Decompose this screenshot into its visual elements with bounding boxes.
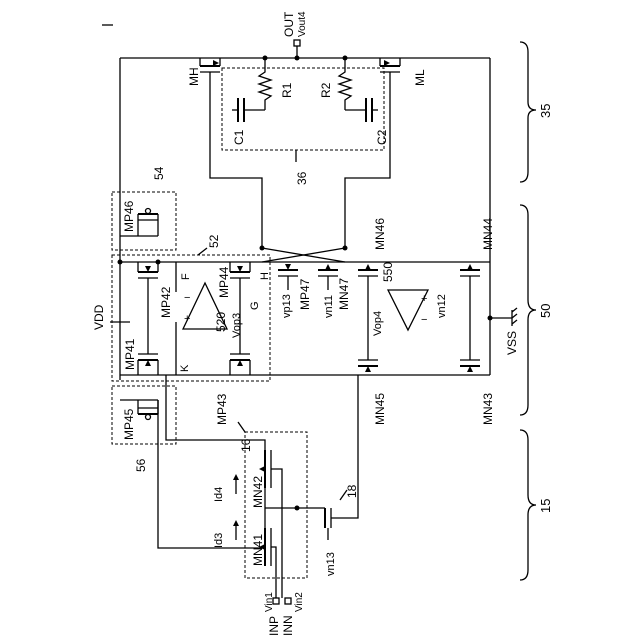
bracket-50	[520, 205, 536, 415]
mn41-gate-net	[271, 547, 276, 598]
out-label: OUT	[282, 11, 296, 37]
ref36-label: 36	[295, 171, 309, 185]
vop3-label: Vop3	[231, 313, 243, 338]
ref56-label: 56	[134, 458, 148, 472]
mn42-arrow	[259, 466, 265, 472]
junction-vdd	[118, 260, 123, 265]
ref15-label: 15	[538, 499, 553, 513]
node-k-label: K	[179, 364, 191, 372]
mh-label: MH	[187, 67, 201, 86]
junction-vss	[488, 316, 493, 321]
vn12-label: vn12	[436, 294, 448, 318]
ref18-label: 18	[345, 484, 359, 498]
mn47-label: MN47	[337, 278, 351, 310]
opamp-550-plus: +	[421, 293, 427, 305]
mn44-label: MN44	[481, 218, 495, 250]
resistor-r2	[339, 58, 351, 110]
r2-label: R2	[319, 82, 333, 98]
mp42-label: MP42	[159, 286, 173, 318]
ref52-label: 52	[207, 234, 221, 248]
mn45-label: MN45	[373, 393, 387, 425]
mp46-label: MP46	[122, 200, 136, 232]
compensation-block-36	[222, 68, 384, 150]
node-g-label: G	[249, 301, 261, 310]
vss-label: VSS	[505, 331, 519, 355]
vn13-label: vn13	[325, 552, 337, 576]
ref35-label: 35	[538, 104, 553, 118]
ml-label: ML	[413, 69, 427, 86]
junction-out	[295, 56, 300, 61]
vout4-label: Vout4	[297, 11, 308, 37]
mn46-arrow	[365, 264, 371, 270]
vin2-label: Vin2	[294, 592, 305, 612]
id4-label: Id4	[213, 487, 225, 502]
vn11-label: vn11	[323, 295, 335, 318]
inn-terminal	[285, 598, 291, 604]
id3-arrow-head	[233, 520, 239, 526]
ref50-label: 50	[538, 304, 553, 318]
r1-label: R1	[280, 82, 294, 98]
mp46-bubble	[146, 209, 151, 214]
junction-h	[260, 246, 265, 251]
mn46-label: MN46	[373, 218, 387, 250]
mn47-arrow	[325, 264, 331, 270]
node-h-label: H	[259, 272, 271, 280]
ref52-leader	[198, 248, 207, 255]
vp13-label: vp13	[281, 294, 293, 318]
mp45-bubble	[146, 415, 151, 420]
mp45-label: MP45	[122, 408, 136, 440]
out-terminal	[294, 40, 300, 46]
mn43-label: MN43	[481, 393, 495, 425]
vss-ground-d	[512, 320, 517, 324]
mp44-label: MP44	[217, 266, 231, 298]
c2-label: C2	[375, 129, 389, 145]
junction-l	[343, 246, 348, 251]
mn44-arrow	[467, 264, 473, 270]
mp41-label: MP41	[123, 338, 137, 370]
opamp-550-minus: −	[421, 314, 427, 326]
opamp-520-minus: −	[184, 292, 190, 304]
junction-mp42	[156, 260, 161, 265]
ref520-label: 520	[214, 312, 228, 332]
id3-label: Id3	[213, 533, 225, 548]
ref54-label: 54	[152, 166, 166, 180]
opamp-520-plus: +	[184, 313, 190, 325]
resistor-r1	[259, 58, 271, 110]
bracket-35	[520, 42, 536, 182]
mp43-label: MP43	[215, 393, 229, 425]
mp47-label: MP47	[298, 278, 312, 310]
inn-label: INN	[281, 615, 295, 636]
bracket-15	[520, 430, 536, 580]
mn42-label: MN42	[251, 476, 265, 508]
ref16-leader	[238, 422, 245, 432]
id4-arrow-head	[233, 474, 239, 480]
vss-ground-b	[512, 308, 517, 312]
mn41-label: MN41	[251, 534, 265, 566]
mh-gate-net	[210, 90, 262, 248]
node-f-label: F	[180, 273, 192, 280]
vss-ground-c	[512, 314, 517, 318]
vop4-label: Vop4	[372, 311, 384, 336]
mn41-drain-net	[158, 400, 265, 566]
vdd-label: VDD	[92, 304, 106, 330]
ref550-label: 550	[381, 262, 395, 282]
inp-label: INP	[267, 616, 281, 636]
c1-label: C1	[232, 129, 246, 145]
vin1-label: Vin1	[264, 592, 275, 612]
